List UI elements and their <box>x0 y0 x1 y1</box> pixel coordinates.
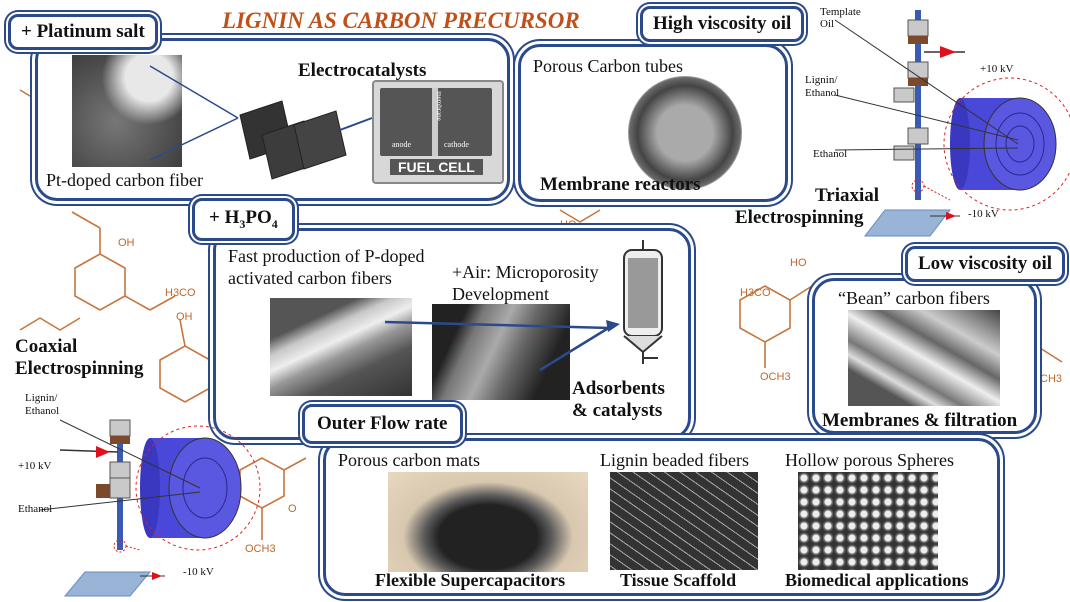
coaxial-title-1: Coaxial <box>15 336 78 357</box>
carbon-sheets <box>239 100 347 180</box>
air-line2: Development <box>452 284 549 304</box>
triaxial-title-2: Electrospinning <box>735 207 864 228</box>
h3po4-prefix: + H <box>209 207 240 228</box>
mol-oh-1: OH <box>118 237 135 249</box>
triaxial-title-1: Triaxial <box>815 185 880 206</box>
pt-doped-caption: Pt-doped carbon fiber <box>46 170 203 190</box>
air-line1: +Air: Microporosity <box>452 262 599 282</box>
cathode-label: cathode <box>444 140 469 149</box>
triaxial-setup <box>834 10 1070 237</box>
anode-label: anode <box>392 140 412 149</box>
fast-production-line2: activated carbon fibers <box>228 268 392 288</box>
carbon-mat-photo <box>388 472 588 572</box>
h3po4-sub1: 3 <box>239 216 246 231</box>
mol-oh-2: OH <box>176 311 193 323</box>
adsorbents-line2: & catalysts <box>572 400 663 421</box>
coaxial-plus10kv: +10 kV <box>18 460 52 472</box>
high-viscosity-tab: High viscosity oil <box>640 6 805 42</box>
mol-ch3-1: CH3 <box>1040 373 1062 385</box>
membranes-filtration-label: Membranes & filtration <box>822 410 1018 431</box>
h3po4-sub2: 4 <box>271 216 278 231</box>
mol-o-1: O <box>288 503 297 515</box>
biomedical-applications-label: Biomedical applications <box>785 570 969 590</box>
diagram-title: LIGNIN AS CARBON PRECURSOR <box>222 8 580 33</box>
mol-och3-1: OCH3 <box>760 371 791 383</box>
fast-production-line1: Fast production of P-doped <box>228 246 425 266</box>
h3po4-arrow <box>384 320 620 372</box>
flexible-supercapacitors-label: Flexible Supercapacitors <box>375 570 566 590</box>
fuel-cell-membrane <box>432 88 438 156</box>
platinum-salt-tab: + Platinum salt <box>8 14 158 50</box>
membrane-reactors-label: Membrane reactors <box>540 174 701 195</box>
hollow-porous-spheres-label: Hollow porous Spheres <box>785 450 954 470</box>
p-doped-fiber-sem <box>270 298 412 396</box>
lignin-beaded-fibers-label: Lignin beaded fibers <box>600 450 749 470</box>
microporous-fiber-sem <box>432 304 570 400</box>
fuel-cell-illustration: anode cathode membrane FUEL CELL <box>372 80 504 184</box>
mol-ho-1: HO <box>790 257 807 269</box>
triaxial-minus10kv: -10 kV <box>968 208 999 220</box>
coaxial-setup <box>39 419 261 597</box>
coaxial-minus10kv: -10 kV <box>183 566 214 578</box>
outer-flow-tab: Outer Flow rate <box>302 404 463 444</box>
beaded-fibers-sem <box>610 472 758 570</box>
coaxial-ethanol-label: Ethanol <box>18 503 53 515</box>
fuel-cell-label: FUEL CELL <box>390 159 483 175</box>
porous-carbon-tubes-label: Porous Carbon tubes <box>533 56 683 76</box>
mol-h3co-1: H3CO <box>165 287 196 299</box>
adsorbent-column <box>623 240 663 364</box>
low-viscosity-tab: Low viscosity oil <box>905 246 1066 282</box>
h3po4-mid: PO <box>245 207 272 228</box>
triaxial-ethanol-label: Ethanol <box>813 148 848 160</box>
coaxial-title-2: Electrospinning <box>15 358 144 379</box>
electrocatalysts-label: Electrocatalysts <box>298 60 427 81</box>
porous-spheres-sem <box>798 472 938 570</box>
mol-och3-2: OCH3 <box>245 543 276 555</box>
adsorbents-line1: Adsorbents <box>572 378 665 399</box>
triaxial-lignin-ethanol-label: Lignin/ Ethanol <box>805 74 840 99</box>
coaxial-lignin-ethanol-label: Lignin/ Ethanol <box>25 392 60 417</box>
bean-fibers-label: “Bean” carbon fibers <box>838 288 990 308</box>
template-oil-label: Template Oil <box>820 6 861 30</box>
h3po4-tab: + H3PO4 <box>192 198 295 241</box>
bean-fibers-sem <box>848 310 1000 406</box>
tissue-scaffold-label: Tissue Scaffold <box>620 570 737 590</box>
carbon-tube-image <box>628 76 742 190</box>
triaxial-plus10kv: +10 kV <box>980 63 1014 75</box>
porous-carbon-mats-label: Porous carbon mats <box>338 450 480 470</box>
mol-h3co-2: H3CO <box>740 287 771 299</box>
